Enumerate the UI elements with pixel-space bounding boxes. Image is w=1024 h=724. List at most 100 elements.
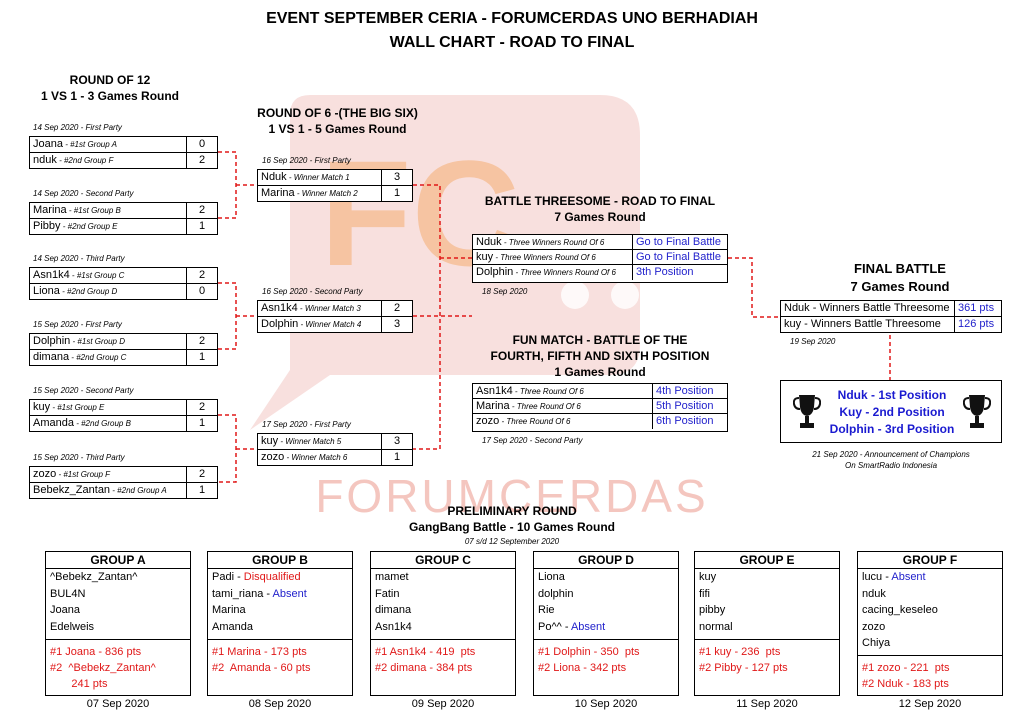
group-member: ^Bebekz_Zantan^ (50, 571, 138, 583)
group-member: Po^^ - Absent (538, 620, 606, 633)
group-member: dolphin (538, 587, 574, 600)
player-name: Dolphin - #1st Group D (33, 335, 125, 347)
r12-match-date: 15 Sep 2020 - Third Party (33, 453, 125, 462)
player-name: kuy - #1st Group E (33, 401, 105, 413)
group-date: 07 Sep 2020 (86, 698, 150, 710)
group-date: 08 Sep 2020 (248, 698, 312, 710)
group-result: #2 Amanda - 60 pts (212, 662, 311, 674)
champion-first: Nduk - 1st Position (837, 388, 947, 402)
group-member: Rie (538, 604, 555, 616)
final-title: FINAL BATTLE (854, 261, 946, 276)
player-name: Pibby - #2nd Group E (33, 220, 118, 232)
player-score: 3 (381, 170, 412, 185)
group-results: #1 Dolphin - 350 pts#2 Liona - 342 pts (534, 640, 678, 676)
player-name: Nduk - Winner Match 1 (261, 171, 350, 183)
group-date: 11 Sep 2020 (736, 698, 798, 710)
member-status: Disqualified (243, 571, 301, 583)
player-score: 2 (381, 301, 412, 316)
group-title: GROUP C (371, 552, 515, 569)
group-member: Liona (538, 571, 565, 583)
player-name: Bebekz_Zantan - #2nd Group A (33, 484, 167, 496)
player-row: kuy - Winner Match 5 3 (258, 434, 412, 450)
final-date: 19 Sep 2020 (790, 337, 836, 346)
threesome-date: 18 Sep 2020 (482, 287, 528, 296)
r6-match-date: 17 Sep 2020 - First Party (262, 420, 351, 429)
r12-match-date: 15 Sep 2020 - First Party (33, 320, 122, 329)
r12-match-date: 15 Sep 2020 - Second Party (33, 386, 134, 395)
player-row: Marina - Winner Match 2 1 (258, 186, 412, 202)
player-row: Marina - #1st Group B 2 (30, 203, 217, 219)
player-score: 2 (186, 203, 217, 218)
group-date: 10 Sep 2020 (574, 698, 638, 710)
round6-heading: ROUND OF 6 -(THE BIG SIX) 1 VS 1 - 5 Gam… (245, 105, 430, 137)
player-name: Marina - Winner Match 2 (261, 187, 358, 199)
group-member: nduk (862, 587, 886, 600)
group-result: #2 Pibby - 127 pts (699, 662, 788, 674)
player-name: kuy - Winner Match 5 (261, 435, 342, 447)
player-name: Amanda - #2nd Group B (33, 417, 131, 429)
player-name: Dolphin - Winner Match 4 (261, 318, 362, 330)
final-heading: FINAL BATTLE 7 Games Round (790, 260, 1010, 296)
player-name: dimana - #2nd Group C (33, 351, 127, 363)
player-score: 3 (381, 434, 412, 449)
r12-match-date: 14 Sep 2020 - Second Party (33, 189, 134, 198)
preliminary-format: GangBang Battle - 10 Games Round (408, 520, 616, 534)
funmatch-subtitle: FOURTH, FIFTH AND SIXTH POSITION (490, 349, 710, 363)
funmatch-format: 1 Games Round (554, 365, 646, 379)
player-name: Joana - #1st Group A (33, 138, 117, 150)
group-member: Fatin (375, 587, 400, 600)
round6-title: ROUND OF 6 -(THE BIG SIX) (257, 106, 418, 120)
group-title: GROUP D (534, 552, 678, 569)
group-member: cacing_keseleo (862, 604, 938, 616)
player-score: 1 (186, 350, 217, 366)
round12-title: ROUND OF 12 (69, 73, 151, 87)
champion-second: Kuy - 2nd Position (839, 405, 945, 419)
champions-box: Nduk - 1st Position Kuy - 2nd Position D… (780, 380, 1002, 443)
player-score: 1 (186, 219, 217, 235)
funmatch-heading: FUN MATCH - BATTLE OF THE FOURTH, FIFTH … (475, 332, 725, 380)
player-name: Liona - #2nd Group D (33, 285, 118, 297)
group-result: #2 dimana - 384 pts (375, 662, 473, 674)
funmatch-title: FUN MATCH - BATTLE OF THE (512, 333, 688, 347)
member-status: Absent (570, 620, 606, 633)
member-status: Absent (891, 571, 926, 583)
group-member: Marina (212, 604, 246, 616)
group-member: lucu - Absent (862, 571, 926, 583)
player-name: Marina - #1st Group B (33, 204, 121, 216)
group-result: #1 kuy - 236 pts (699, 646, 781, 658)
group-member: Edelweis (50, 620, 95, 633)
group-results: #1 kuy - 236 pts #2 Pibby - 127 pts (695, 640, 839, 676)
group-title: GROUP A (46, 552, 190, 569)
champions-list: Nduk - 1st Position Kuy - 2nd Position D… (821, 387, 963, 438)
player-score: 2 (186, 467, 217, 482)
group-member: tami_riana - Absent (212, 587, 307, 600)
player-name: Asn1k4 - Winner Match 3 (261, 302, 361, 314)
champions-note-line1: 21 Sep 2020 - Announcement of Champions (812, 450, 970, 459)
group-results: #1 zozo - 221 pts#2 Nduk - 183 pts (858, 656, 1002, 692)
group-title: GROUP F (858, 552, 1002, 569)
threesome-title: BATTLE THREESOME - ROAD TO FINAL (484, 194, 716, 208)
player-score: 1 (381, 186, 412, 202)
group-result: #1 Asn1k4 - 419 pts (375, 646, 476, 658)
player-score: 2 (186, 268, 217, 283)
